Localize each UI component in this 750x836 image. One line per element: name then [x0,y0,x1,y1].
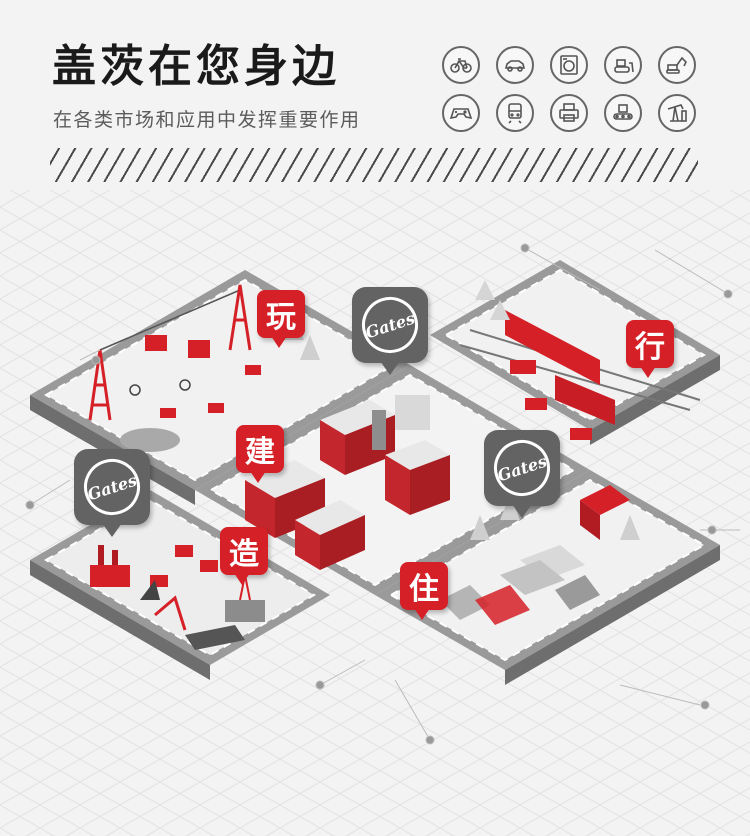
zone-label-make: 造 [220,527,268,585]
zone-label-build: 建 [236,425,284,483]
make-zone-illustration [90,545,265,650]
decorative-connectors [25,243,740,745]
gates-logo-badge: Gates [74,449,150,537]
market-icon-grid [438,44,704,134]
bicycle-icon [442,46,480,84]
gamepad-icon [442,94,480,132]
car-icon [496,46,534,84]
bulldozer-icon [604,46,642,84]
gates-logo-text: Gates [85,470,140,504]
washing-machine-icon [550,46,588,84]
page-subtitle: 在各类市场和应用中发挥重要作用 [53,109,361,131]
printer-icon [550,94,588,132]
zone-label-play: 玩 [257,290,305,348]
page-title: 盖茨在您身边 [52,41,340,92]
build-zone-illustration [245,395,450,570]
gates-logo-badge: Gates [484,430,560,518]
gates-logo-text: Gates [363,308,418,342]
zone-label-live: 住 [400,562,448,620]
zone-label-travel: 行 [626,320,674,378]
excavator-icon [658,46,696,84]
decorative-stripe [50,148,698,182]
travel-zone-illustration [459,280,701,440]
oil-pump-icon [658,94,696,132]
conveyor-icon [604,94,642,132]
train-icon [496,94,534,132]
gates-logo-text: Gates [495,451,550,485]
gates-logo-badge: Gates [352,287,428,375]
